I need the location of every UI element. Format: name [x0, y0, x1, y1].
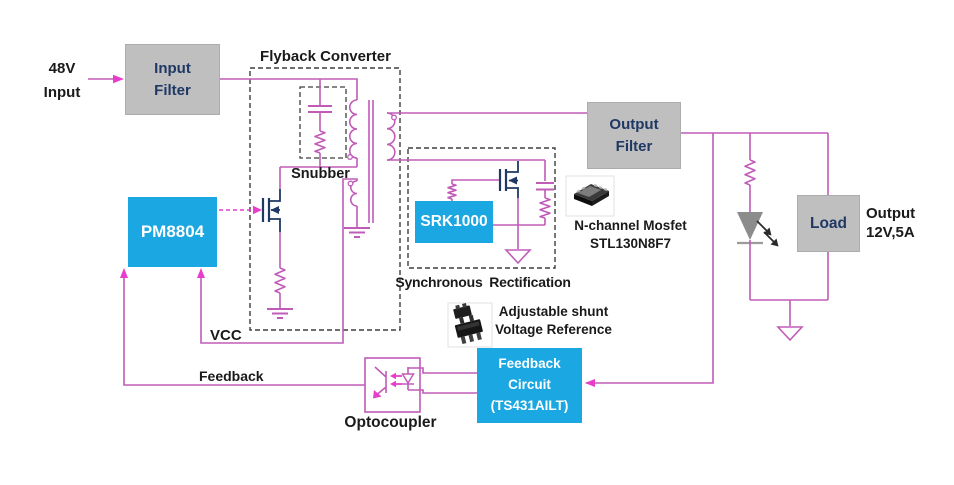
sync-resistor — [539, 197, 551, 219]
transformer-core — [368, 100, 374, 223]
flyback-converter-dashed-box — [249, 67, 401, 331]
feedback-circuit-block: Feedback Circuit (TS431AILT) — [477, 348, 582, 423]
output-filter-block: Output Filter — [587, 102, 681, 169]
load-label: Load — [809, 214, 848, 232]
opto-out-top-wire — [408, 367, 477, 374]
led-symbol — [737, 212, 763, 240]
feedback-wire — [120, 268, 365, 386]
pm8804-label: PM8804 — [140, 222, 205, 241]
load-rails-and-ground — [750, 133, 829, 342]
vcc-label: VCC — [210, 327, 242, 344]
nchannel-mosfet-line2: STL130N8F7 — [589, 235, 672, 251]
opto-light-arrows — [390, 372, 402, 388]
snubber-rc-network — [308, 79, 332, 167]
feedback-circuit-label-line1: Feedback — [498, 356, 561, 372]
sot23-package-icon — [447, 302, 493, 348]
sync-mosfet-symbol — [498, 161, 519, 198]
led-indicator-branch — [737, 133, 779, 300]
gate-drive-dashed-arrow — [219, 205, 262, 215]
secondary-winding — [386, 112, 396, 161]
input-filter-label-line2: Filter — [154, 81, 191, 99]
led-resistor — [744, 159, 756, 186]
opto-out-bottom-wire — [408, 389, 477, 394]
feedback-circuit-label-line2: Circuit — [508, 377, 551, 393]
shunt-reference-line2: Voltage Reference — [495, 321, 612, 337]
auxiliary-ground — [344, 206, 370, 238]
input-source-label: 48V Input — [22, 57, 102, 105]
flyback-converter-label: Flyback Converter — [260, 48, 391, 65]
optocoupler-symbol — [364, 357, 477, 413]
opto-phototransistor — [373, 366, 387, 399]
load-block: Load — [797, 195, 860, 252]
snubber-dashed-box — [299, 86, 347, 159]
feedback-circuit-label-line3: (TS431AILT) — [490, 397, 569, 413]
primary-sense-resistor-ground — [267, 232, 293, 319]
shunt-reference-label: Adjustable shunt Voltage Reference — [486, 303, 621, 338]
wire-input-to-primary — [220, 78, 358, 100]
feedback-tap-wire — [585, 133, 714, 387]
sync-rectification-dashed-box — [407, 147, 556, 269]
output-spec-label: Output 12V,5A — [866, 205, 941, 243]
vcc-wire — [197, 178, 358, 344]
wire-switch-node — [279, 158, 358, 189]
led-emission-arrows — [756, 220, 779, 247]
feedback-label: Feedback — [199, 368, 264, 384]
input-arrow — [88, 74, 124, 84]
sync-rc-network — [493, 160, 554, 226]
srk1000-label: SRK1000 — [420, 213, 488, 230]
synchronous-rectification-label: Synchronous Rectification — [395, 274, 571, 290]
auxiliary-polarity-dot — [347, 180, 354, 187]
sync-mosfet-source-ground — [504, 198, 532, 265]
secondary-polarity-dot — [391, 114, 397, 121]
transformer — [347, 99, 397, 223]
shunt-reference-line1: Adjustable shunt — [498, 304, 609, 319]
primary-winding — [349, 99, 358, 159]
srk1000-block: SRK1000 — [415, 201, 493, 243]
primary-polarity-dot — [347, 154, 353, 160]
primary-mosfet-symbol — [261, 189, 281, 232]
snubber-label: Snubber — [291, 166, 350, 182]
mosfet-chip-icon — [565, 175, 615, 217]
snubber-capacitor — [308, 105, 332, 113]
output-spec-line1: Output — [866, 205, 916, 222]
nchannel-mosfet-line1: N-channel Mosfet — [574, 218, 687, 233]
output-spec-line2: 12V,5A — [866, 223, 915, 241]
input-filter-block: Input Filter — [125, 44, 220, 115]
pm8804-controller-block: PM8804 — [128, 197, 217, 267]
sync-capacitor — [536, 182, 554, 191]
gate-resistor — [447, 183, 457, 200]
output-filter-label-line2: Filter — [615, 137, 653, 155]
nchannel-mosfet-label: N-channel Mosfet STL130N8F7 — [553, 217, 708, 252]
optocoupler-label: Optocoupler — [344, 414, 437, 431]
output-filter-label-line1: Output — [609, 115, 659, 133]
srk-gate-drive — [447, 179, 499, 201]
input-source-line1: 48V — [48, 60, 76, 77]
input-filter-label-line1: Input — [154, 59, 191, 77]
snubber-resistor — [314, 130, 326, 154]
input-source-line2: Input — [43, 84, 81, 101]
sense-resistor — [274, 267, 286, 294]
